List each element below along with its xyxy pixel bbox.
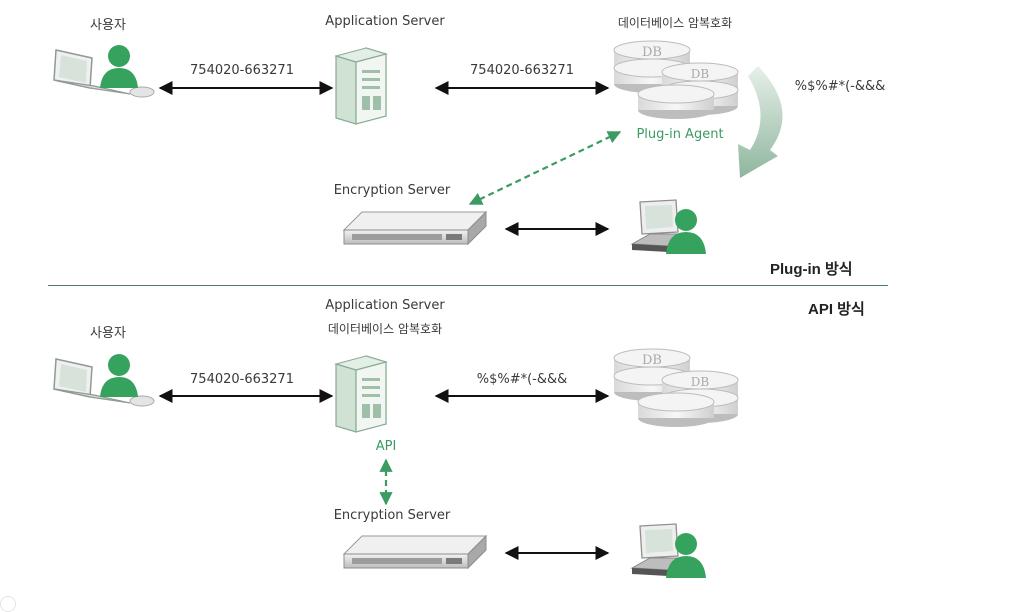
top-db-label: 데이터베이스 암복호화 [617, 16, 733, 30]
db-label-text: DB [642, 353, 662, 368]
top-left-value: 754020-663271 [190, 63, 294, 78]
top-user-label: 사용자 [90, 18, 126, 33]
bottom-user-label: 사용자 [90, 326, 126, 341]
corner-decoration [0, 596, 16, 612]
encryption-flow-curve [738, 66, 783, 178]
top-right-value: 754020-663271 [470, 63, 574, 78]
admin-user-icon [631, 199, 707, 255]
bottom-encryption-server-label: Encryption Server [333, 508, 451, 523]
database-icon: DB DB [613, 40, 739, 120]
db-label-text: DB [691, 375, 710, 389]
bottom-app-server-sublabel: 데이터베이스 암복호화 [327, 322, 443, 336]
plugin-method-title: Plug-in 방식 [770, 261, 853, 278]
bottom-left-value: 754020-663271 [190, 372, 294, 387]
top-encrypted-value: %$%#*(-&&& [794, 79, 886, 94]
database-icon: DB DB [613, 348, 739, 428]
section-divider [48, 285, 888, 286]
api-method-title: API 방식 [808, 301, 865, 318]
api-label: API [375, 439, 397, 454]
bottom-app-server-label: Application Server [325, 298, 445, 313]
admin-user-icon [631, 523, 707, 579]
encryption-server-icon [343, 535, 487, 569]
user-laptop-icon [53, 44, 155, 98]
encryption-server-icon [343, 211, 487, 245]
application-server-icon [335, 355, 387, 433]
top-encryption-server-label: Encryption Server [333, 183, 451, 198]
plugin-agent-label: Plug-in Agent [636, 127, 724, 142]
db-label-text: DB [691, 67, 710, 81]
application-server-icon [335, 47, 387, 125]
bottom-right-value: %$%#*(-&&& [476, 372, 568, 387]
user-laptop-icon [53, 353, 155, 407]
top-app-server-label: Application Server [325, 14, 445, 29]
db-label-text: DB [642, 45, 662, 60]
agent-encryption-dashed-arrow [468, 131, 622, 205]
